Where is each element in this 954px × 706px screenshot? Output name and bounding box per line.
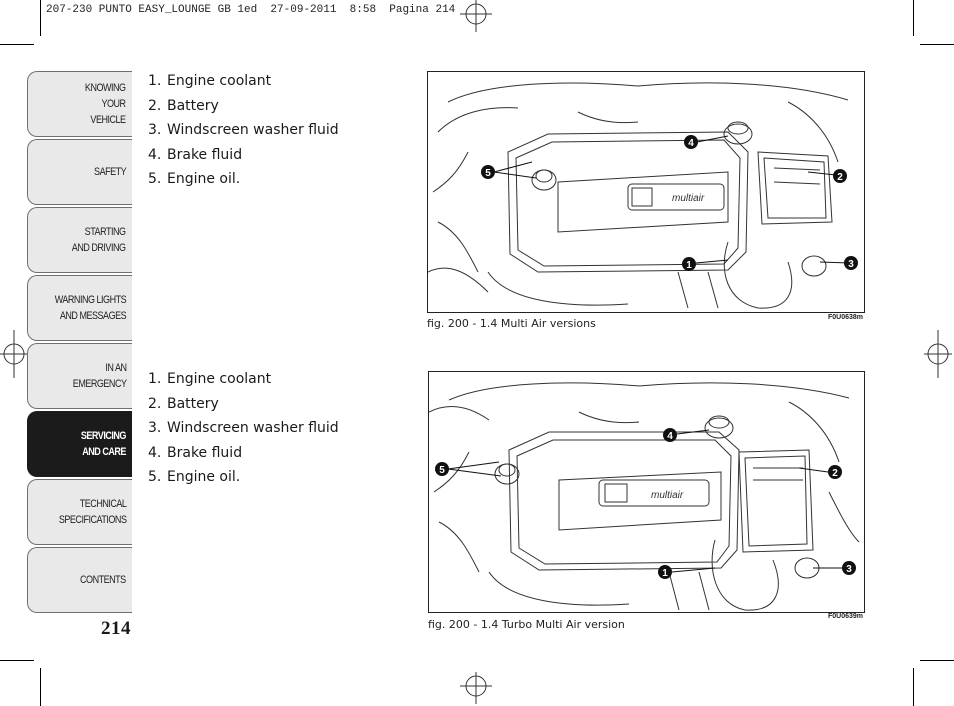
engine-drawing: multiair 1 2 3 4 5 [429, 382, 860, 611]
callout-5: 5 [439, 465, 445, 476]
engine-bay-figure: multiair 1 2 3 4 5 [428, 371, 865, 613]
callout-1: 1 [686, 260, 692, 271]
list-item: 1.Engine coolant [148, 73, 272, 89]
list-item: 2.Battery [148, 97, 219, 114]
tab-starting-and-driving[interactable]: STARTING AND DRIVING [27, 207, 132, 273]
registration-mark-icon [0, 330, 28, 378]
callout-4: 4 [667, 431, 673, 442]
tab-label: SERVICING AND CARE [80, 430, 127, 458]
component-list: 1.Engine coolant 2.Battery 3.Windscreen … [148, 367, 339, 490]
registration-mark-icon [460, 672, 492, 704]
figure-code: F0U0638m [828, 314, 864, 321]
figure-caption: fig. 200 - 1.4 Multi Air versions [427, 317, 596, 330]
list-item: 5.Engine oil. [148, 171, 241, 187]
crop-mark [913, 0, 914, 36]
tab-contents[interactable]: CONTENTS [27, 547, 132, 613]
callouts [493, 135, 850, 264]
brand-label: multiair [651, 490, 684, 501]
page-number: 214 [101, 618, 131, 639]
print-header: 207-230 PUNTO EASY_LOUNGE GB 1ed 27-09-2… [46, 4, 456, 16]
tab-label: CONTENTS [80, 574, 126, 586]
tab-label: SAFETY [93, 166, 127, 178]
registration-mark-icon [924, 330, 952, 378]
list-item: 3.Windscreen washer fluid [148, 122, 339, 138]
registration-mark-icon [460, 0, 492, 32]
callout-5: 5 [485, 168, 491, 179]
tab-warning-lights[interactable]: WARNING LIGHTS AND MESSAGES [27, 275, 132, 341]
tab-label: TECHNICAL SPECIFICATIONS [58, 498, 126, 526]
brand-label: multiair [672, 193, 705, 204]
list-item: 2.Battery [148, 395, 219, 412]
engine-drawing: multiair 1 2 3 4 5 [428, 82, 858, 309]
callout-4: 4 [688, 138, 694, 149]
tab-label: WARNING LIGHTS AND MESSAGES [54, 294, 127, 322]
callout-3: 3 [848, 259, 854, 270]
tab-label: IN AN EMERGENCY [72, 362, 126, 390]
crop-mark [920, 660, 954, 661]
list-item: 4.Brake fluid [148, 146, 243, 163]
callout-1: 1 [662, 568, 668, 579]
tab-technical-specifications[interactable]: TECHNICAL SPECIFICATIONS [27, 479, 132, 545]
tab-safety[interactable]: SAFETY [27, 139, 132, 205]
crop-mark [0, 660, 34, 661]
tab-servicing-and-care[interactable]: SERVICING AND CARE [27, 411, 132, 477]
tab-label: KNOWING YOUR VEHICLE [85, 82, 126, 126]
figure-caption: fig. 200 - 1.4 Turbo Multi Air version [428, 618, 625, 631]
callout-3: 3 [846, 564, 852, 575]
engine-bay-figure: multiair 1 2 3 4 5 [427, 71, 865, 313]
callout-2: 2 [837, 172, 843, 183]
tab-label: STARTING AND DRIVING [72, 226, 126, 254]
list-item: 4.Brake fluid [148, 444, 243, 461]
component-list: 1.Engine coolant 2.Battery 3.Windscreen … [148, 69, 339, 192]
crop-mark [40, 668, 41, 706]
figure-code: F0U0639m [828, 613, 864, 620]
crop-mark [0, 44, 34, 45]
tab-knowing-your-vehicle[interactable]: KNOWING YOUR VEHICLE [27, 71, 132, 137]
tab-in-an-emergency[interactable]: IN AN EMERGENCY [27, 343, 132, 409]
callout-2: 2 [832, 468, 838, 479]
crop-mark [920, 44, 954, 45]
crop-mark [913, 668, 914, 706]
list-item: 1.Engine coolant [148, 371, 272, 387]
list-item: 5.Engine oil. [148, 469, 241, 485]
list-item: 3.Windscreen washer fluid [148, 420, 339, 436]
crop-mark [40, 0, 41, 36]
